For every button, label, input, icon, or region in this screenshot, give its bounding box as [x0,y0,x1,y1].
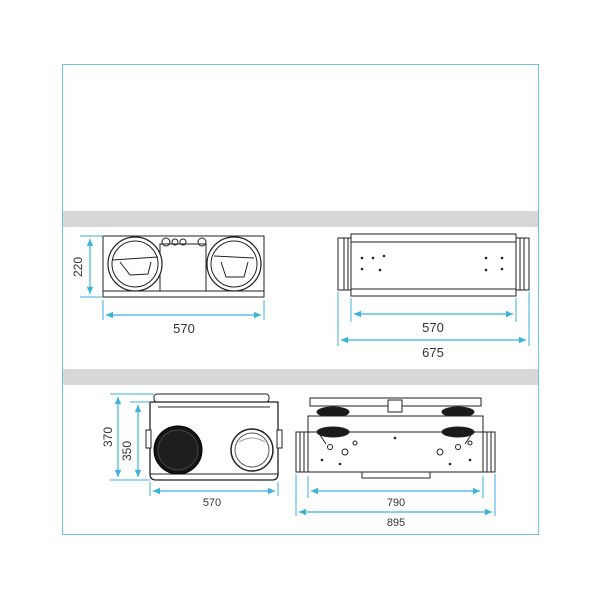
dim-label-top-inner: 570 [422,320,444,335]
dim-front-width-570: 570 [102,300,265,336]
section-header-band-1 [63,211,538,227]
dim-label-top-total: 675 [422,345,444,360]
dim-label-front-width: 570 [173,321,195,336]
dim-top-total-675: 675 [337,292,530,360]
unit-large-top-view [295,397,496,479]
dim-label-front-total-height: 370 [101,427,115,447]
dim-front-height-220: 220 [71,235,103,298]
unit-small-front-view [102,235,265,298]
unit-small-top-view [337,233,530,297]
dim-front-height-370: 370 [101,393,154,481]
dim-label-front-body-height: 350 [120,441,134,461]
section-header-band-2 [63,369,538,385]
dim-front-height-350: 350 [120,401,150,477]
dim-front-width-570-large: 570 [149,482,279,509]
dim-top-total-895: 895 [295,474,496,529]
dim-label-front-width-large: 570 [203,497,221,509]
dim-top-inner-570: 570 [350,298,517,335]
dim-label-front-height: 220 [71,257,85,277]
dim-top-inner-790: 790 [307,476,484,509]
dim-label-top-inner-large: 790 [387,497,405,509]
dim-label-top-total-large: 895 [387,517,405,529]
unit-large-front-view [145,393,283,481]
